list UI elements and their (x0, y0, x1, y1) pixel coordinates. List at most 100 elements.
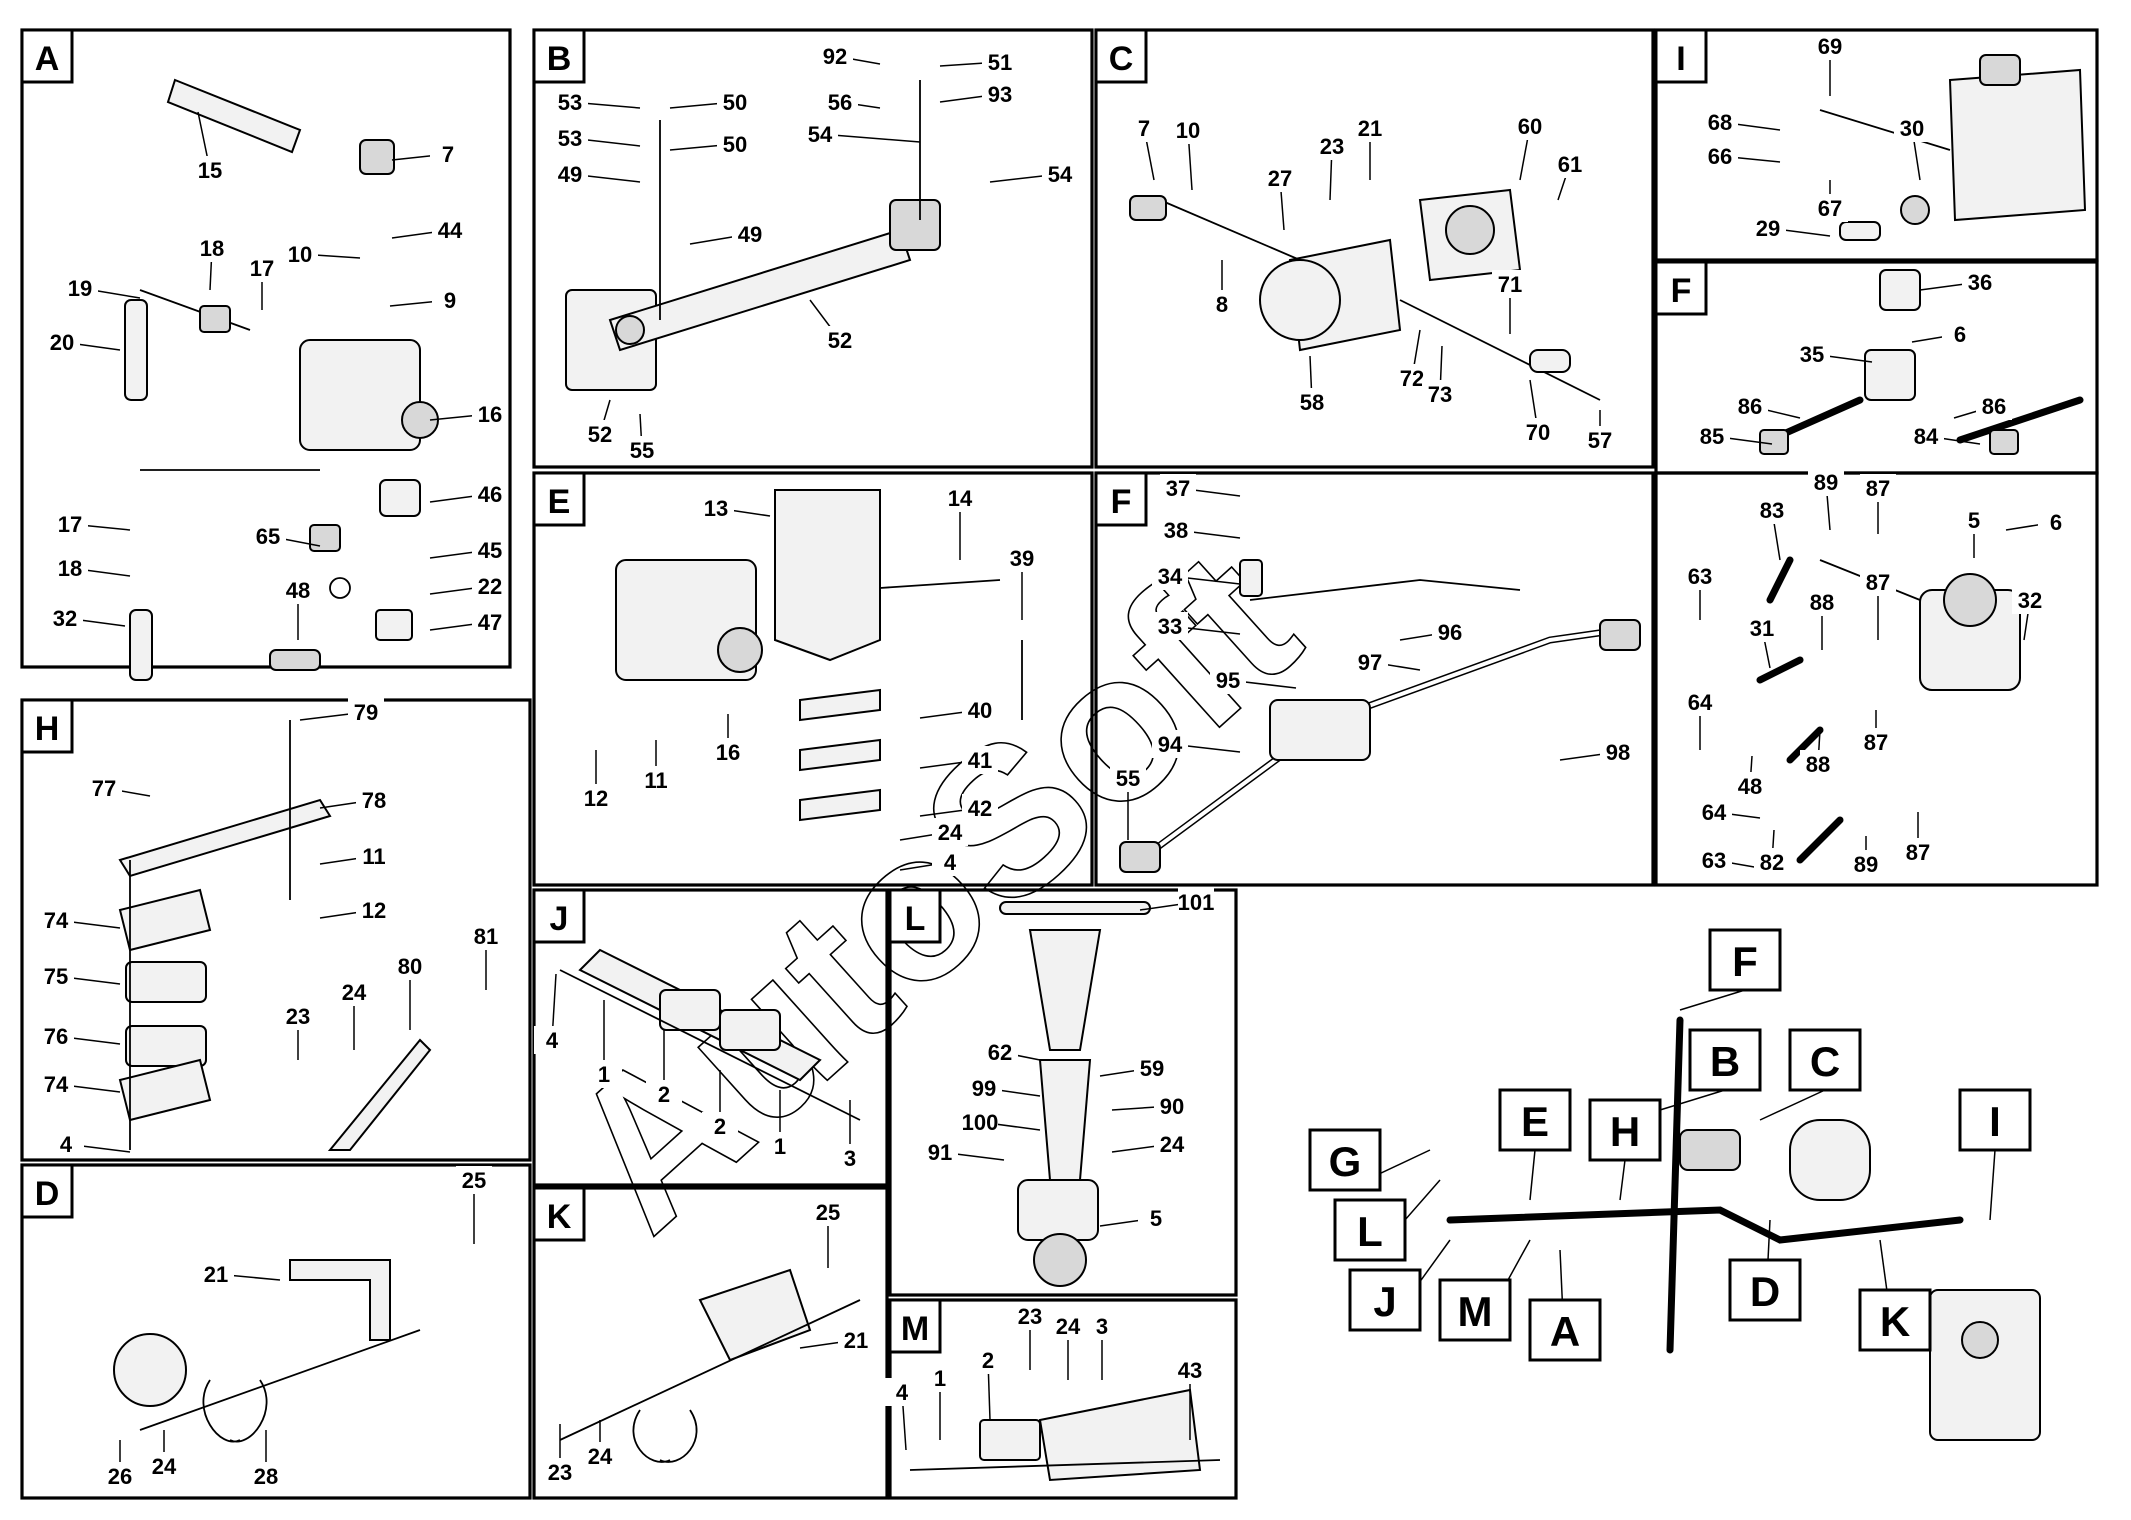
callout-bg (1152, 612, 1188, 640)
callout-number: 73 (1428, 382, 1452, 407)
overview-tag-box (1788, 1028, 1862, 1092)
callout-number: 36 (1968, 270, 1992, 295)
panel-tag-box (532, 1186, 586, 1242)
panel-tag-c: C (1109, 40, 1134, 78)
callout-bg (86, 774, 122, 802)
callout-number: 3 (844, 1146, 856, 1171)
panel-tag-box (532, 28, 586, 84)
callout-number: 53 (558, 126, 582, 151)
callout-bg (1154, 1092, 1190, 1120)
plate-drawing (118, 798, 332, 878)
callout-number: 5 (1968, 508, 1980, 533)
callout-number: 19 (68, 276, 92, 301)
clamp-drawing (632, 1409, 671, 1463)
callout-number: 52 (588, 422, 612, 447)
overview-tag: F (1732, 938, 1758, 985)
overview-tag: I (1989, 1098, 2001, 1145)
callout-bg (146, 1452, 182, 1480)
callout-bg (468, 922, 504, 950)
callout-bg (102, 1462, 138, 1490)
overview-tank-port (1961, 1321, 1999, 1359)
steering-wheel-drawing (999, 901, 1151, 915)
callout-number: 75 (44, 964, 68, 989)
overview-tag-box (1708, 928, 1782, 992)
callout-bg (1956, 506, 1992, 534)
motor-drawing (1033, 1233, 1087, 1287)
overview-frame-rail (1446, 1206, 1964, 1244)
panel-a-frame (20, 28, 512, 669)
panel-tag-box (20, 1163, 74, 1219)
panel-g-frame (1654, 471, 2099, 887)
overview-leader (1759, 1089, 1826, 1121)
callout-number: 29 (1756, 216, 1780, 241)
bolt-line (139, 1329, 421, 1431)
callout-bg (1860, 568, 1896, 596)
callout-bg (698, 494, 734, 522)
panel-tag-a: A (35, 40, 60, 78)
hose-drawing (1956, 396, 2084, 444)
callout-number: 3 (1096, 1314, 1108, 1339)
callout-number: 6 (1954, 322, 1966, 347)
callout-bg (710, 738, 746, 766)
callout-number: 97 (1358, 650, 1382, 675)
callout-number: 59 (1140, 1056, 1164, 1081)
callout-bg (1492, 270, 1528, 298)
callout-number: 90 (1160, 1094, 1184, 1119)
callout-number: 11 (362, 844, 385, 869)
callout-number: 74 (44, 1072, 69, 1097)
callout-number: 5 (1150, 1206, 1162, 1231)
fitting-drawing (1989, 429, 2019, 455)
callout-number: 23 (1018, 1304, 1042, 1329)
callout-number: 95 (1216, 668, 1240, 693)
callout-bg (48, 1130, 84, 1158)
callout-number: 24 (588, 1444, 613, 1469)
fitting-sleeve-drawing (129, 609, 153, 681)
callout-number: 1 (774, 1134, 786, 1159)
bolt-line (559, 1299, 861, 1441)
nut-fitting-drawing (199, 305, 231, 333)
callout-number: 74 (44, 908, 69, 933)
callout-bg (1682, 562, 1718, 590)
valve-block-drawing (299, 339, 421, 451)
bolt-line (909, 1459, 1221, 1471)
callout-bg (962, 794, 998, 822)
fitting-sleeve-drawing (124, 299, 148, 401)
overview-tag: A (1550, 1308, 1580, 1355)
callout-bg (1210, 666, 1246, 694)
valve-port-drawing (717, 627, 763, 673)
callout-number: 47 (478, 610, 502, 635)
callout-bg (922, 1364, 958, 1392)
callout-bg (244, 254, 280, 282)
callout-number: 66 (1708, 144, 1732, 169)
callout-bg (38, 906, 74, 934)
callout-number: 27 (1268, 166, 1292, 191)
callout-number: 58 (1300, 390, 1324, 415)
callout-number: 8 (1216, 292, 1228, 317)
callout-number: 31 (1750, 616, 1774, 641)
valve-port-drawing (401, 401, 439, 439)
callout-bg (1754, 848, 1790, 876)
callout-bg (248, 1462, 284, 1490)
hose-pipe-drawing (166, 78, 302, 154)
callout-number: 60 (1518, 114, 1542, 139)
callout-bg (922, 1138, 958, 1166)
callout-number: 88 (1806, 752, 1830, 777)
callout-bg (817, 42, 853, 70)
callout-bg (1696, 798, 1732, 826)
callout-number: 17 (58, 512, 82, 537)
callout-number: 49 (558, 162, 582, 187)
callout-bg (1800, 750, 1836, 778)
callout-number: 16 (478, 402, 502, 427)
panel-b-frame (532, 28, 1094, 469)
callout-number: 62 (988, 1040, 1012, 1065)
shim-drawing (799, 688, 881, 722)
connecting-line (1399, 299, 1601, 401)
callout-bg (1848, 850, 1884, 878)
callout-bg (1860, 474, 1896, 502)
callout-bg (1812, 194, 1848, 222)
callout-number: 23 (548, 1460, 572, 1485)
callout-bg (1314, 132, 1350, 160)
panel-tag-box (20, 28, 74, 84)
callout-bg (1962, 268, 1998, 296)
callout-number: 85 (1700, 424, 1724, 449)
